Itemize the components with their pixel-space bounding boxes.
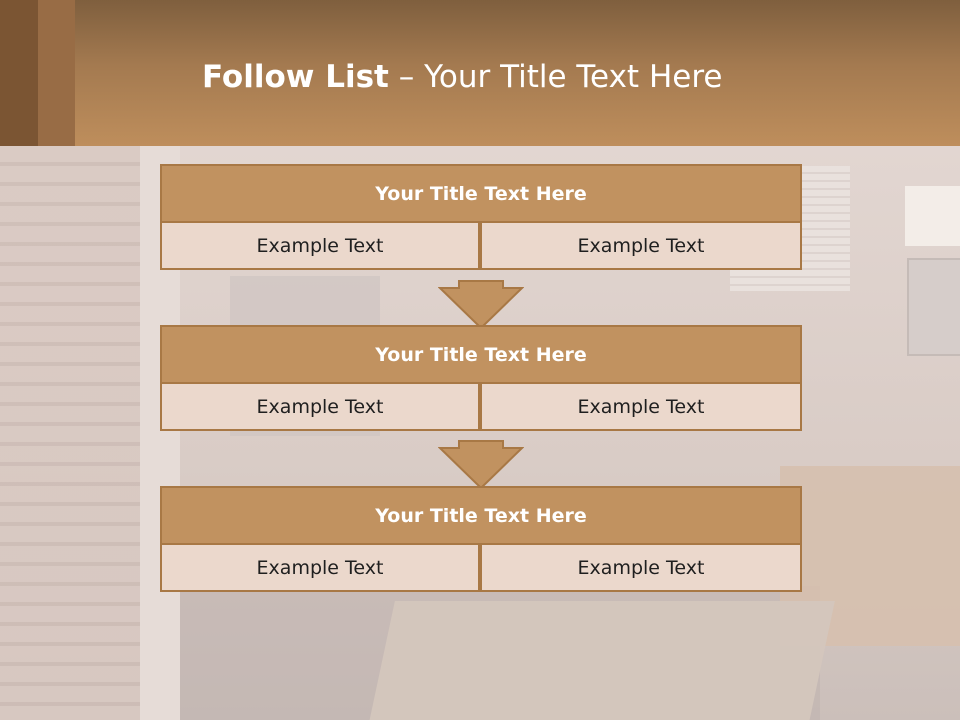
slide-title-bold: Follow List [202, 59, 389, 95]
step-text-right: Example Text [480, 543, 802, 592]
step-box-3: Your Title Text Here Example Text Exampl… [160, 486, 802, 594]
step-text-right: Example Text [480, 382, 802, 431]
step-text-left: Example Text [160, 221, 480, 270]
slide-title: Follow List – Your Title Text Here [202, 56, 722, 98]
step-text-left: Example Text [160, 382, 480, 431]
header-band: Follow List – Your Title Text Here [0, 0, 960, 146]
step-box-1: Your Title Text Here Example Text Exampl… [160, 164, 802, 272]
step-title: Your Title Text Here [160, 325, 802, 384]
step-text-right: Example Text [480, 221, 802, 270]
photo-rug [365, 601, 835, 720]
photo-picture-frame [907, 258, 960, 356]
step-box-2: Your Title Text Here Example Text Exampl… [160, 325, 802, 433]
down-arrow-icon [438, 440, 524, 490]
header-accent-strip [0, 0, 38, 146]
step-text-left: Example Text [160, 543, 480, 592]
down-arrow-icon [438, 280, 524, 330]
photo-lamp [905, 186, 960, 246]
slide-title-rest: – Your Title Text Here [388, 59, 723, 95]
step-title: Your Title Text Here [160, 164, 802, 223]
header-accent-strip [38, 0, 75, 146]
step-title: Your Title Text Here [160, 486, 802, 545]
